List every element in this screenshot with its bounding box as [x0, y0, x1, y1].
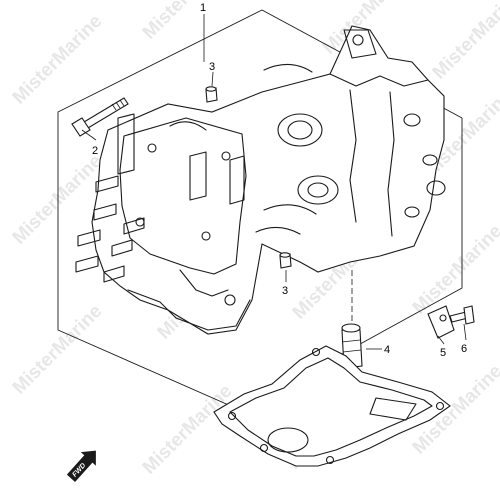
cylinder-port: [307, 182, 329, 198]
dowel-pin-end: [205, 86, 217, 92]
coolant-tube: [189, 151, 207, 201]
side-boss: [422, 154, 438, 166]
watermark-text: MisterMarine: [9, 301, 107, 399]
clamp-plate: [427, 305, 455, 339]
block-body: [91, 25, 445, 335]
callout-2: 2: [92, 145, 98, 157]
dowel-boss: [221, 151, 231, 161]
fitting-part-4: [341, 270, 363, 369]
dowel-pin-part-3: [279, 252, 292, 269]
dowel-boss: [201, 231, 211, 241]
callout-3: 3: [209, 61, 215, 73]
main-bearing-lower: [255, 226, 301, 235]
callout-1: 1: [200, 2, 206, 14]
stud: [111, 239, 133, 257]
bottom-flange: [179, 269, 229, 297]
stud: [123, 217, 145, 235]
gasket-port: [369, 397, 417, 421]
callout-4: 4: [384, 344, 390, 356]
cylinder-port: [277, 113, 323, 147]
watermark-text: MisterMarine: [139, 0, 237, 44]
stud: [93, 203, 117, 221]
bolt-part-2: [71, 97, 129, 137]
stud: [95, 175, 119, 193]
cylinder-block: [75, 25, 446, 335]
dowel-boss: [135, 217, 145, 227]
dowel-pin-part-3: [205, 86, 218, 103]
gasket-port: [267, 427, 309, 453]
assembly-outline: [57, 9, 463, 411]
side-boss: [404, 206, 420, 218]
head-boss: [343, 29, 377, 59]
main-bearing-upper: [169, 121, 207, 131]
bottom-flange: [127, 289, 251, 331]
head-boss-hole: [352, 34, 364, 46]
stud: [75, 255, 99, 273]
head-rib: [349, 89, 357, 223]
coolant-tube: [117, 113, 135, 175]
gasket-bolt-hole: [259, 443, 269, 453]
dowel-boss: [224, 294, 236, 306]
head-rib: [387, 91, 395, 237]
gasket-bolt-hole: [435, 401, 445, 411]
screw-head: [463, 305, 475, 325]
callouts: 1 2 3 3 4 5 6: [92, 2, 467, 359]
clamp-hole: [439, 314, 447, 322]
stud: [77, 229, 101, 247]
leader-line-2: [81, 129, 97, 141]
dowel-boss: [147, 143, 157, 153]
watermark-text: MisterMarine: [429, 0, 500, 84]
leader-line-5: [437, 335, 445, 345]
coolant-tube: [229, 155, 245, 205]
gasket-bolt-hole: [325, 455, 335, 465]
cylinder-port: [287, 120, 313, 140]
bolt-thread: [111, 99, 125, 111]
block-mating-face: [119, 117, 247, 275]
dowel-pin-end: [279, 252, 291, 258]
fitting-top: [341, 323, 361, 333]
watermark-text: MisterMarine: [9, 11, 107, 109]
cylinder-port: [297, 175, 339, 205]
gasket-bolt-hole: [227, 411, 237, 421]
watermark-text: MisterMarine: [409, 221, 500, 319]
screw-part-6: [449, 305, 475, 325]
leader-line-3a: [211, 71, 214, 87]
watermark-text: MisterMarine: [9, 151, 107, 249]
gasket-bolt-hole: [311, 347, 321, 357]
head-rib: [329, 73, 429, 87]
side-boss: [426, 180, 446, 196]
callout-3: 3: [282, 285, 288, 297]
bolt-head: [71, 117, 91, 137]
main-bearing-lower: [263, 204, 317, 215]
gasket: [213, 345, 451, 467]
leader-line-6: [463, 323, 467, 341]
leader-lines: [81, 14, 467, 350]
side-boss: [403, 113, 421, 127]
clamp-part-5: [427, 305, 455, 339]
gasket-outline: [213, 345, 451, 467]
fitting-ring: [341, 339, 362, 353]
callout-5: 5: [440, 347, 446, 359]
left-studs: [75, 175, 145, 283]
gasket-inner: [229, 357, 433, 457]
main-bearing-upper: [263, 63, 313, 73]
fwd-arrow-icon: FWD: [66, 450, 96, 482]
callout-6: 6: [461, 343, 467, 355]
stud: [103, 265, 125, 283]
watermark-text: MisterMarine: [139, 381, 237, 479]
